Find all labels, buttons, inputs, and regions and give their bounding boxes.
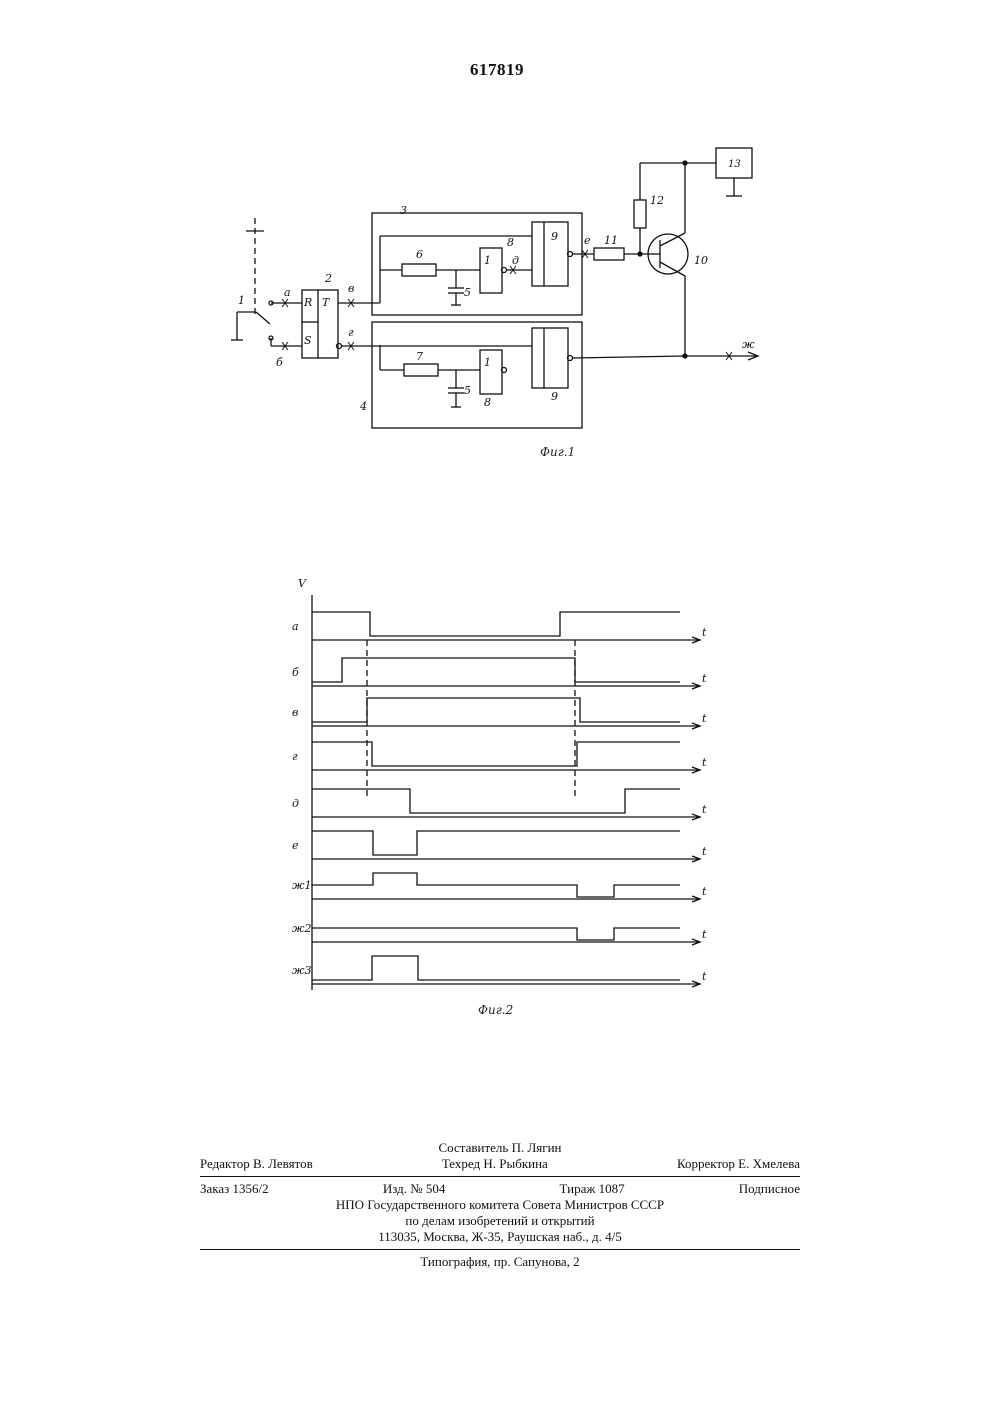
figure-2-caption: Фиг.2 xyxy=(478,1003,513,1017)
waveform xyxy=(312,956,680,980)
waveform xyxy=(312,612,680,636)
figure-2-timing: t а t б t в t г t д t е t ж1 t ж2 t ж3 V Фиг.2 xyxy=(0,0,1000,1030)
compiler: Составитель П. Лягин xyxy=(200,1140,800,1156)
waveform xyxy=(312,831,680,855)
axis-t-label: t xyxy=(702,626,707,639)
trace-label: д xyxy=(292,797,299,810)
waveform xyxy=(312,928,680,940)
corrector: Корректор Е. Хмелева xyxy=(677,1156,800,1172)
axis-t-label: t xyxy=(702,672,707,685)
axis-t-label: t xyxy=(702,928,707,941)
axis-t-label: t xyxy=(702,756,707,769)
axis-t-label: t xyxy=(702,803,707,816)
axis-t-label: t xyxy=(702,885,707,898)
axis-v-label: V xyxy=(298,577,307,590)
techred: Техред Н. Рыбкина xyxy=(442,1156,548,1172)
trace-label: б xyxy=(292,666,299,679)
waveform xyxy=(312,873,680,897)
trace-label: г xyxy=(292,750,298,763)
axis-t-label: t xyxy=(702,970,707,983)
typography: Типография, пр. Сапунова, 2 xyxy=(200,1254,800,1270)
order: Заказ 1356/2 xyxy=(200,1181,269,1197)
trace-label: е xyxy=(292,839,299,852)
izd: Изд. № 504 xyxy=(383,1181,446,1197)
editor: Редактор В. Левятов xyxy=(200,1156,313,1172)
npo-line-3: 113035, Москва, Ж-35, Раушская наб., д. … xyxy=(200,1229,800,1245)
tirazh: Тираж 1087 xyxy=(560,1181,625,1197)
trace-label: в xyxy=(292,706,298,719)
trace-label: ж1 xyxy=(292,879,312,892)
podpisnoe: Подписное xyxy=(739,1181,800,1197)
npo-line-2: по делам изобретений и открытий xyxy=(200,1213,800,1229)
npo-line-1: НПО Государственного комитета Совета Мин… xyxy=(200,1197,800,1213)
trace-label: а xyxy=(292,620,299,633)
trace-label: ж3 xyxy=(292,964,312,977)
trace-label: ж2 xyxy=(292,922,312,935)
colophon: Составитель П. Лягин Редактор В. Левятов… xyxy=(200,1140,800,1270)
axis-t-label: t xyxy=(702,845,707,858)
axis-t-label: t xyxy=(702,712,707,725)
